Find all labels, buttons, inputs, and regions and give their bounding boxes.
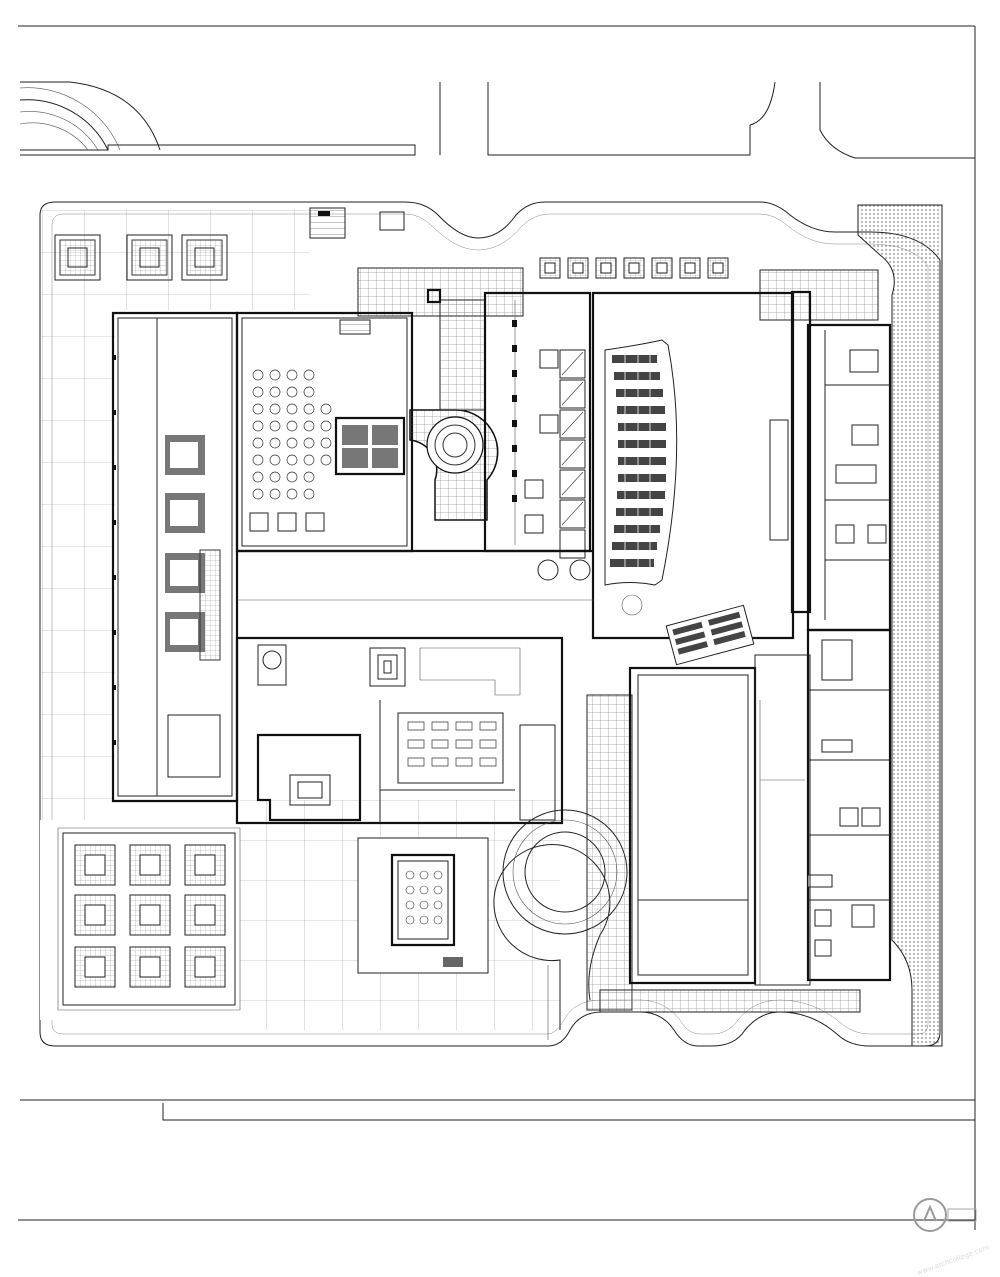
west-wing-hall [112, 313, 237, 801]
east-landscape-strip [858, 205, 942, 1046]
auditorium [593, 293, 793, 665]
planters-north-west [55, 235, 227, 280]
watermark-text: www.archcollege.com [915, 1243, 990, 1277]
planters-south-west [58, 828, 240, 1010]
south-pavilion [358, 838, 488, 973]
watermark-text-container: www.archcollege.com [916, 1207, 990, 1277]
site-logo-watermark [914, 1199, 976, 1231]
street-context-north [20, 82, 975, 158]
east-exhibition-hall [587, 655, 860, 1012]
central-lobby [485, 293, 590, 580]
street-context-south [20, 1100, 975, 1120]
planters-north-row [540, 258, 728, 278]
banquet-hall [237, 313, 412, 551]
central-service-block [237, 551, 593, 823]
sheet-frame [18, 26, 975, 1230]
east-office-wing [792, 292, 890, 980]
